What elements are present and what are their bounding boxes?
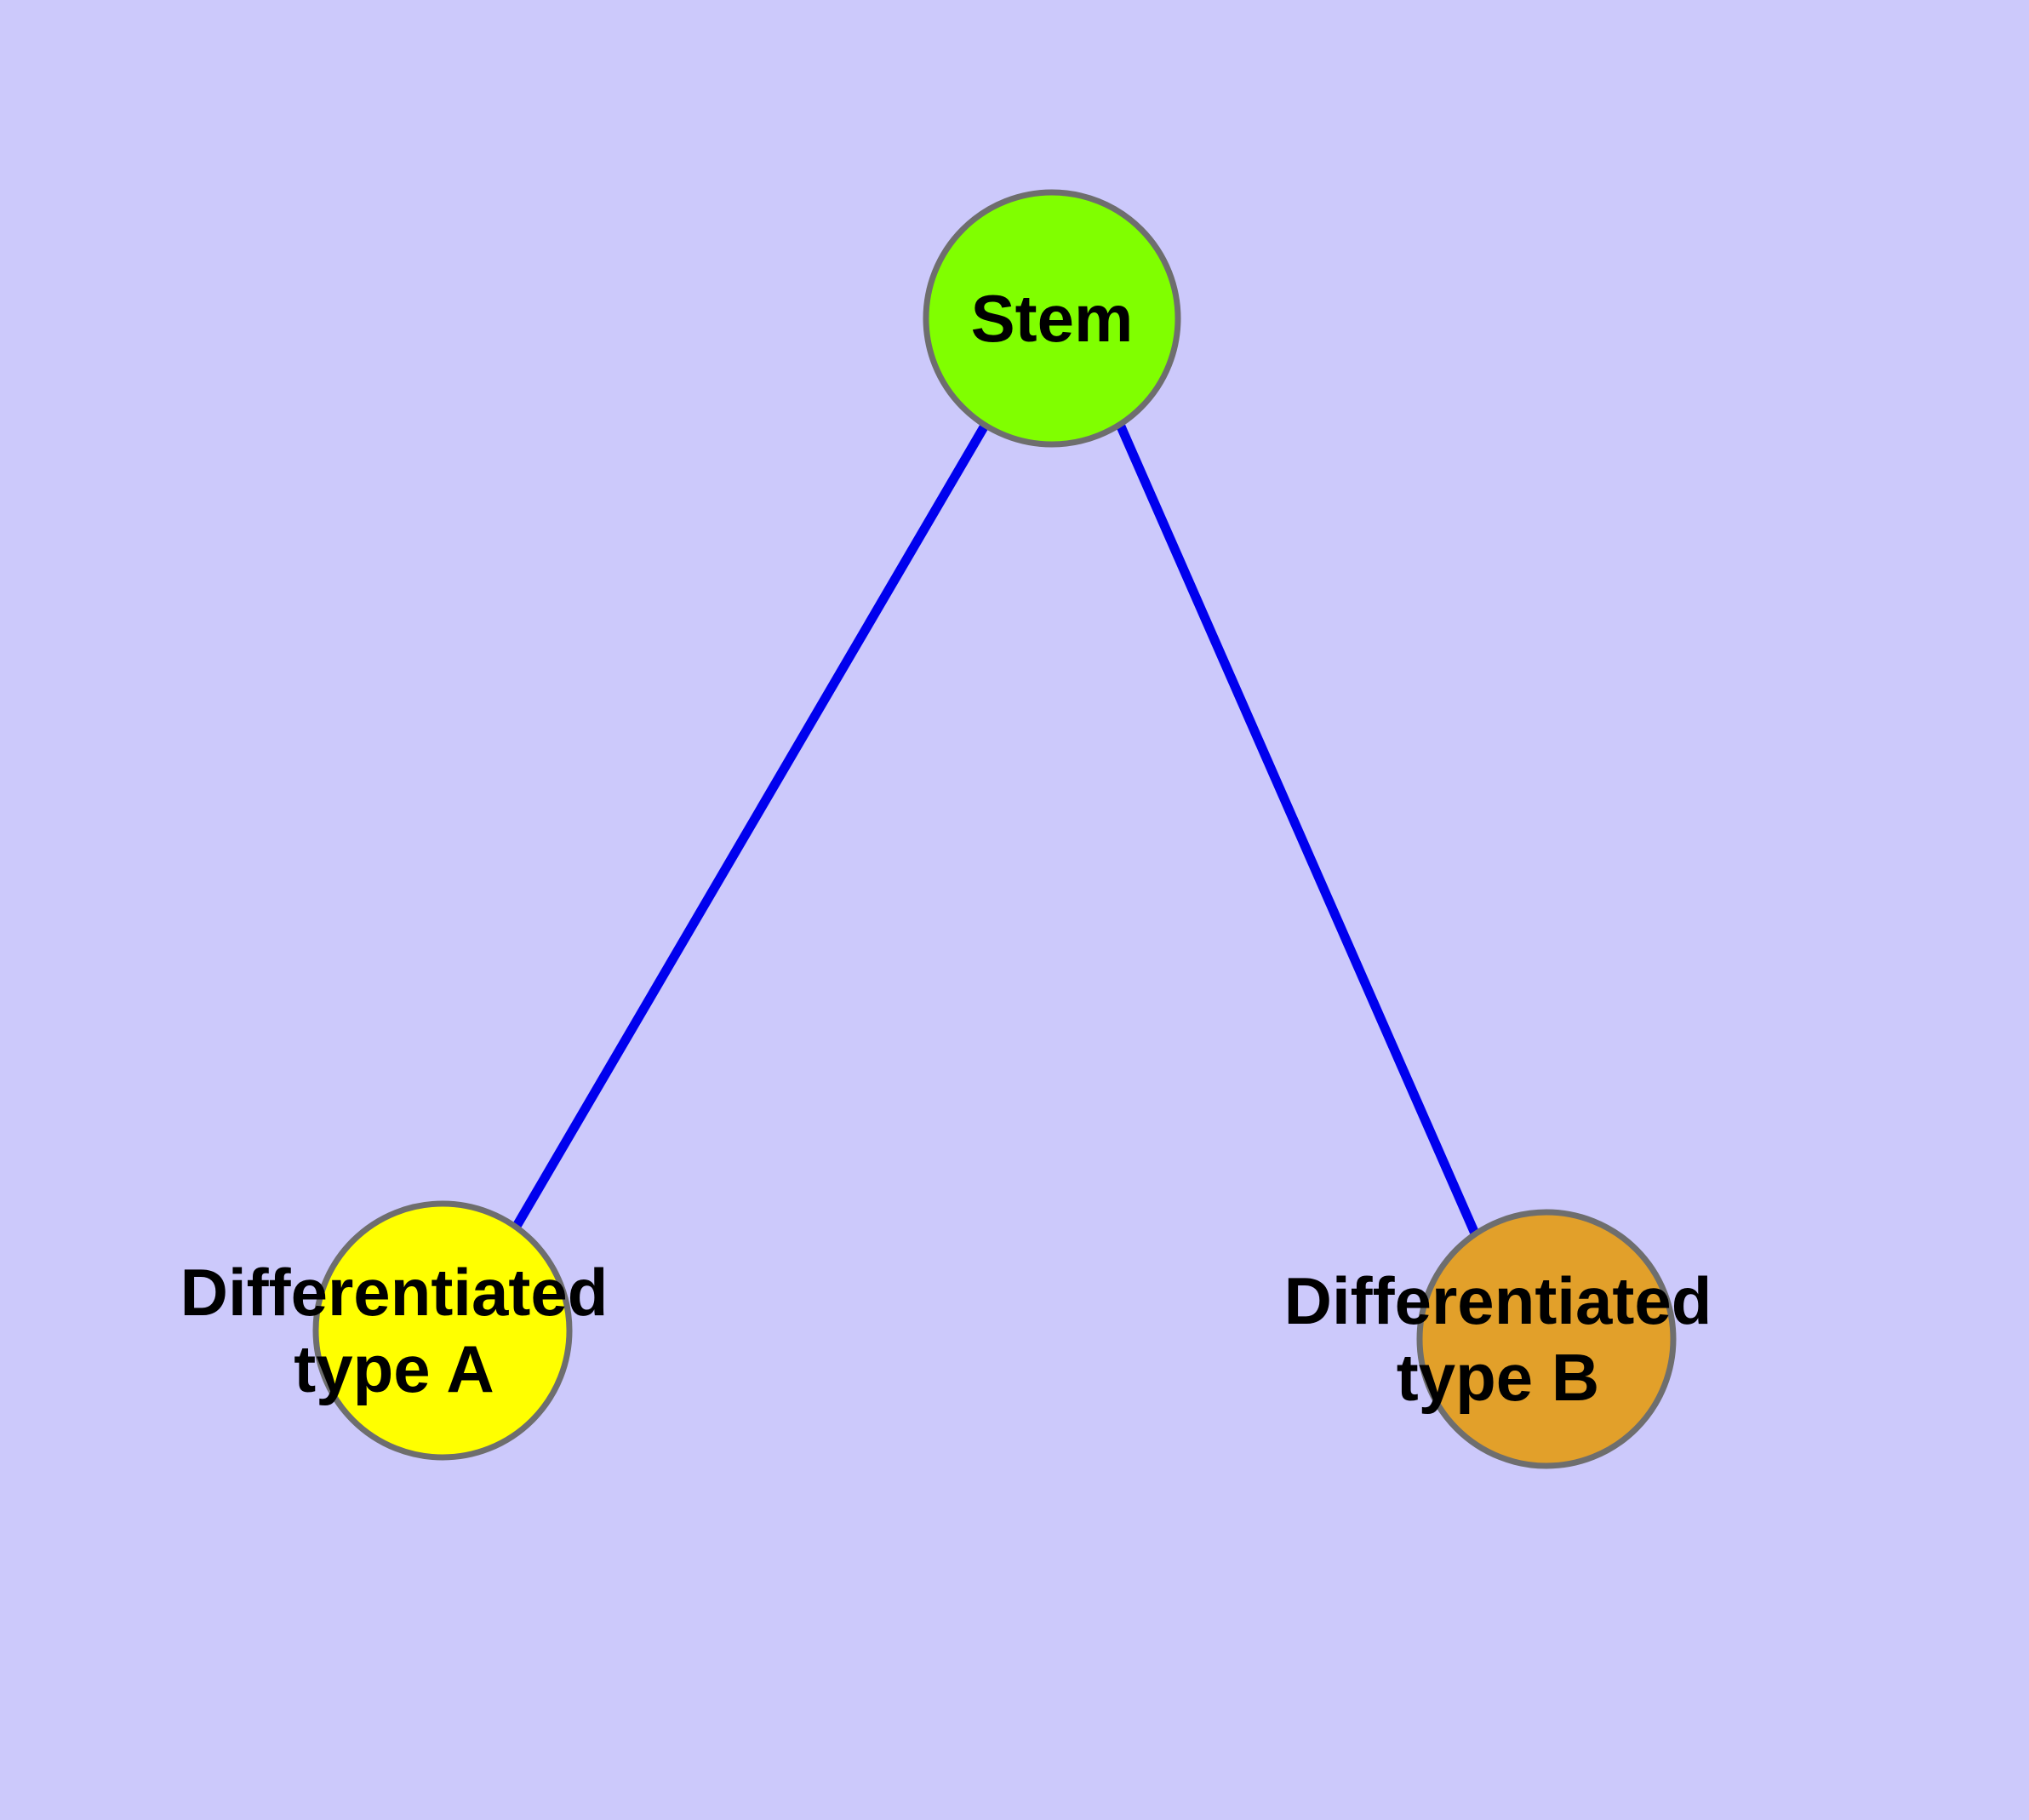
graph-node-label-line: Differentiated xyxy=(1284,1263,1712,1338)
graph-edge-stem-to-diff-b[interactable] xyxy=(1116,424,1480,1236)
nodes-layer xyxy=(312,189,1677,1469)
edges-layer xyxy=(512,423,1480,1236)
graph-node-stem[interactable] xyxy=(923,189,1181,448)
graph-node-label-line: Stem xyxy=(971,281,1134,356)
graph-node-diff-b[interactable] xyxy=(1416,1209,1677,1469)
graph-node-label-stem: Stem xyxy=(971,281,1134,356)
graph-node-label-line: Differentiated xyxy=(180,1255,609,1330)
graph-edge-stem-to-diff-a[interactable] xyxy=(512,423,989,1230)
graph-node-label-line: type B xyxy=(1397,1340,1599,1415)
graph-node-label-line: type A xyxy=(294,1331,494,1406)
graph-node-diff-a[interactable] xyxy=(312,1200,573,1461)
